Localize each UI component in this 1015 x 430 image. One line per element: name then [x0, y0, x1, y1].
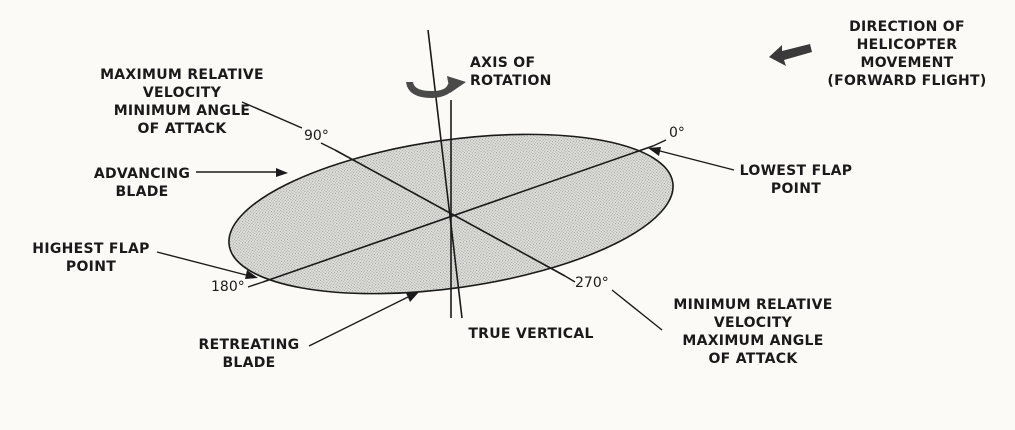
deg-0-label: 0°	[669, 125, 685, 141]
deg-270-label: 270°	[575, 275, 609, 291]
direction-arrow-icon	[769, 44, 812, 66]
lowest-flap-leader	[659, 150, 735, 171]
min-velocity-label: MINIMUM RELATIVE VELOCITY MAXIMUM ANGLE …	[673, 297, 833, 367]
retreating-blade-arrowhead	[406, 292, 419, 302]
highest-flap-leader	[156, 251, 247, 276]
axis-of-rotation-line	[427, 29, 463, 319]
deg-90-tick	[320, 142, 336, 151]
retreating-blade-label: RETREATING BLADE	[198, 337, 300, 371]
true-vertical-label: TRUE VERTICAL	[468, 326, 594, 342]
deg-90-label: 90°	[304, 128, 329, 144]
lowest-flap-label: LOWEST FLAP POINT	[739, 163, 853, 197]
curved-rotation-arrow-icon	[406, 76, 466, 98]
advancing-blade-arrowhead	[276, 168, 288, 177]
deg-270-tick	[564, 275, 576, 283]
max-velocity-label: MAXIMUM RELATIVE VELOCITY MINIMUM ANGLE …	[100, 67, 264, 137]
deg-180-label: 180°	[211, 279, 245, 295]
deg-180-tick	[247, 281, 264, 288]
advancing-blade-label: ADVANCING BLADE	[93, 166, 191, 200]
min-velocity-leader	[611, 289, 663, 331]
direction-label: DIRECTION OF HELICOPTER MOVEMENT (FORWAR…	[827, 19, 987, 89]
highest-flap-arrowhead	[245, 270, 258, 279]
diameter-0-180	[262, 145, 654, 283]
deg-0-tick	[652, 139, 667, 147]
lowest-flap-arrowhead	[648, 147, 661, 156]
highest-flap-label: HIGHEST FLAP POINT	[32, 241, 150, 275]
axis-rotation-label: AXIS OF ROTATION	[470, 55, 552, 89]
max-velocity-leader	[241, 101, 303, 129]
retreating-blade-leader	[308, 296, 409, 347]
